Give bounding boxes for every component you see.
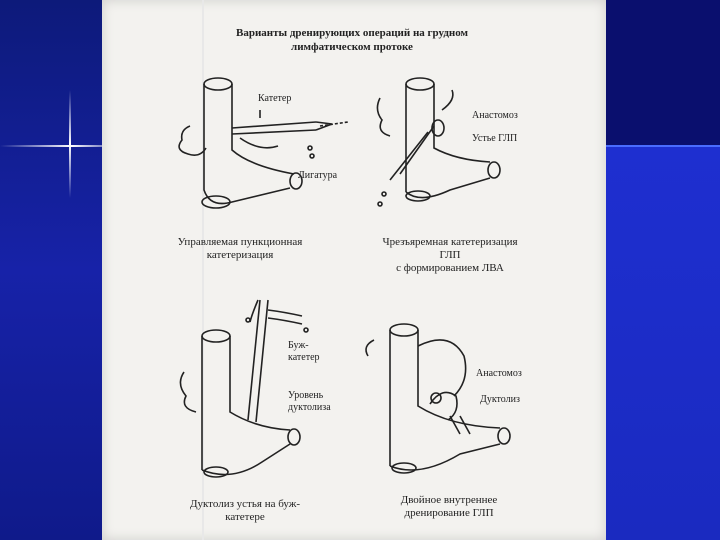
caption-line: катетеризация [206,249,274,261]
label-ductolysis-level-1: Уровень [288,390,324,401]
caption-line: с формированием ЛВА [396,262,504,274]
caption-line: ГЛП [439,249,461,261]
label-bougie-catheter-2: катетер [288,352,320,363]
figure-1-illustration [178,77,349,209]
page-title: Варианты дренирующих операций на грудном… [222,26,482,54]
page-edge [202,0,204,540]
label-ligature: Лигатура [298,170,338,181]
figure-2-caption: Чрезъяремная катетеризация ГЛП с формиро… [360,236,540,275]
sparkle-icon [69,90,71,198]
scanned-page: Варианты дренирующих операций на грудном… [102,0,606,540]
label-ductolysis-level-2: дуктолиза [288,402,331,413]
figure-4-caption: Двойное внутреннее дренирование ГЛП [364,494,534,520]
caption-line: дренирование ГЛП [404,507,494,519]
figure-2-illustration [376,77,501,207]
sparkle-line [0,145,130,147]
title-line-2: лимфатическом протоке [291,41,413,53]
caption-line: катетере [225,511,265,523]
label-thoracic-duct-mouth: Устье ГЛП [472,133,518,144]
figure-3-illustration [179,299,309,478]
label-ductolysis: Дуктолиз [480,394,520,405]
decorative-band [606,145,720,147]
caption-line: Чрезъяремная катетеризация [382,236,518,248]
label-anastomosis-4: Анастомоз [476,368,522,379]
caption-line: Управляемая пункционная [177,236,303,248]
label-anastomosis: Анастомоз [472,110,518,121]
label-bougie-catheter-1: Буж- [288,340,309,351]
slide-background-right [606,0,720,540]
slide-background-left [0,0,102,540]
figure-4-illustration [365,323,511,474]
caption-line: Двойное внутреннее [400,494,498,506]
figure-1-caption: Управляемая пункционная катетеризация [160,236,320,262]
label-catheter: Катетер [258,93,292,104]
figure-3-caption: Дуктолиз устья на буж- катетере [160,498,330,524]
title-line-1: Варианты дренирующих операций на грудном [235,27,468,39]
caption-line: Дуктолиз устья на буж- [189,498,301,510]
